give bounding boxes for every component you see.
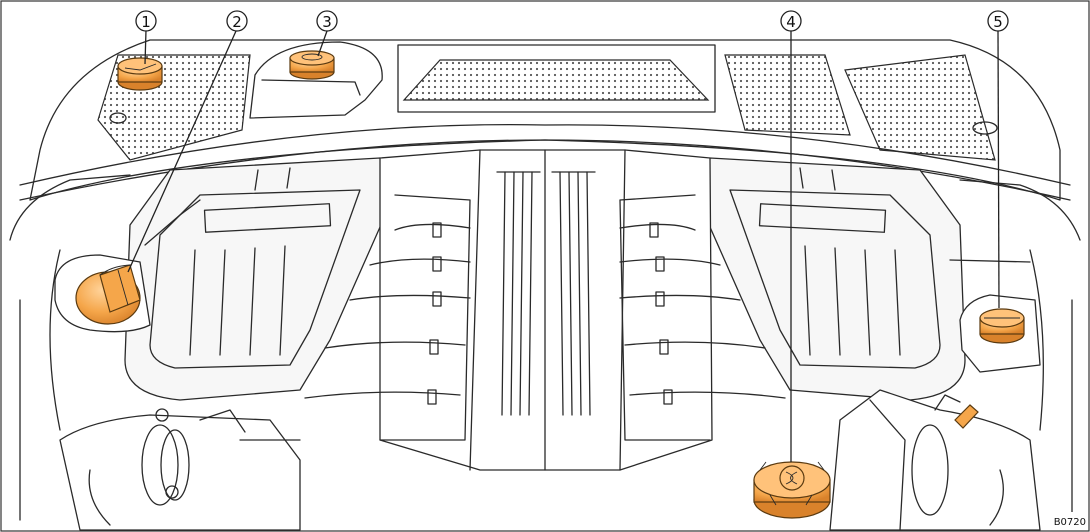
callout-2: 2 bbox=[226, 10, 248, 32]
cap-1 bbox=[117, 57, 163, 91]
callout-number-5: 5 bbox=[993, 13, 1003, 31]
engine-bay-surround bbox=[9, 174, 1081, 521]
cap-2 bbox=[75, 264, 141, 325]
callout-3: 3 bbox=[316, 10, 338, 32]
intake-plenum bbox=[304, 149, 786, 471]
leader-lines bbox=[127, 29, 1000, 462]
right-mesh-grille-outer bbox=[844, 54, 996, 161]
left-bank-cover bbox=[124, 157, 393, 401]
cap-3 bbox=[289, 50, 335, 80]
callout-number-4: 4 bbox=[786, 13, 796, 31]
callout-number-1: 1 bbox=[141, 13, 151, 31]
cap-4 bbox=[753, 461, 831, 519]
right-bank-cover bbox=[697, 157, 966, 401]
lower-intake-pipes bbox=[59, 389, 1041, 531]
reference-code: B0720 bbox=[1054, 517, 1086, 528]
callout-5: 5 bbox=[987, 10, 1009, 32]
callout-1: 1 bbox=[135, 10, 157, 32]
right-mesh-grille-inner bbox=[724, 54, 851, 136]
reservoir-body-3 bbox=[249, 41, 383, 119]
callout-number-2: 2 bbox=[232, 13, 242, 31]
callout-number-3: 3 bbox=[322, 13, 332, 31]
callout-4: 4 bbox=[780, 10, 802, 32]
reference-code-bg bbox=[1050, 512, 1088, 530]
central-vent-grille bbox=[402, 59, 710, 101]
cap-5 bbox=[979, 308, 1025, 344]
hose-clip bbox=[954, 404, 979, 429]
